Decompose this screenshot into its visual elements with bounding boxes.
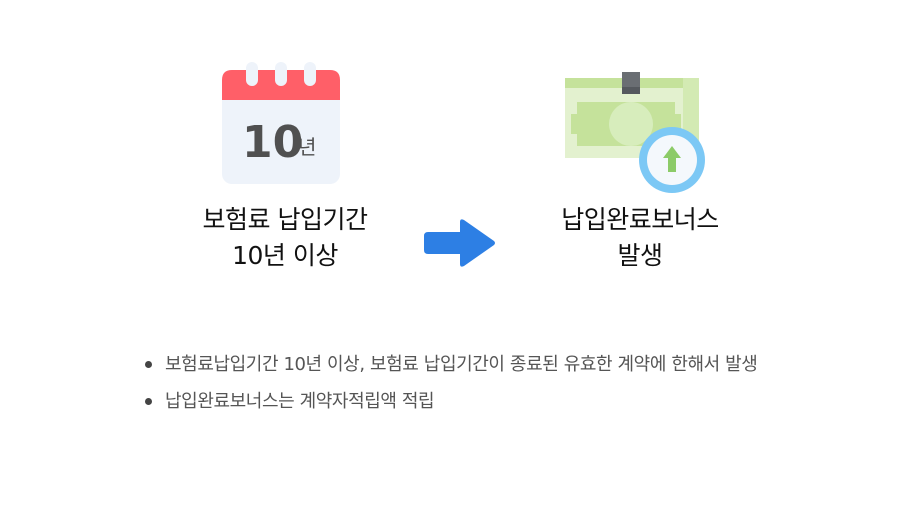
calendar-icon: 10 년 [222,62,340,184]
bullet-icon [145,361,152,368]
calendar-number: 10 [242,117,303,168]
calendar-unit: 년 [298,135,316,159]
note-text: 보험료납입기간 10년 이상, 보험료 납입기간이 종료된 유효한 계약에 한해… [165,354,758,375]
step-from-line2: 10년 이상 [232,241,338,270]
right-arrow-icon [424,218,496,268]
step-to-line2: 발생 [617,241,663,270]
step-from-label: 보험료 납입기간 10년 이상 [160,202,410,274]
step-to-label: 납입완료보너스 발생 [520,202,760,274]
bullet-icon [145,398,152,405]
note-text: 납입완료보너스는 계약자적립액 적립 [165,391,435,412]
note-item: 납입완료보너스는 계약자적립액 적립 [143,387,763,416]
notes-list: 보험료납입기간 10년 이상, 보험료 납입기간이 종료된 유효한 계약에 한해… [143,350,763,424]
note-item: 보험료납입기간 10년 이상, 보험료 납입기간이 종료된 유효한 계약에 한해… [143,350,763,379]
money-bonus-icon [565,72,707,196]
step-to-line1: 납입완료보너스 [561,205,719,234]
step-from-line1: 보험료 납입기간 [202,205,368,234]
